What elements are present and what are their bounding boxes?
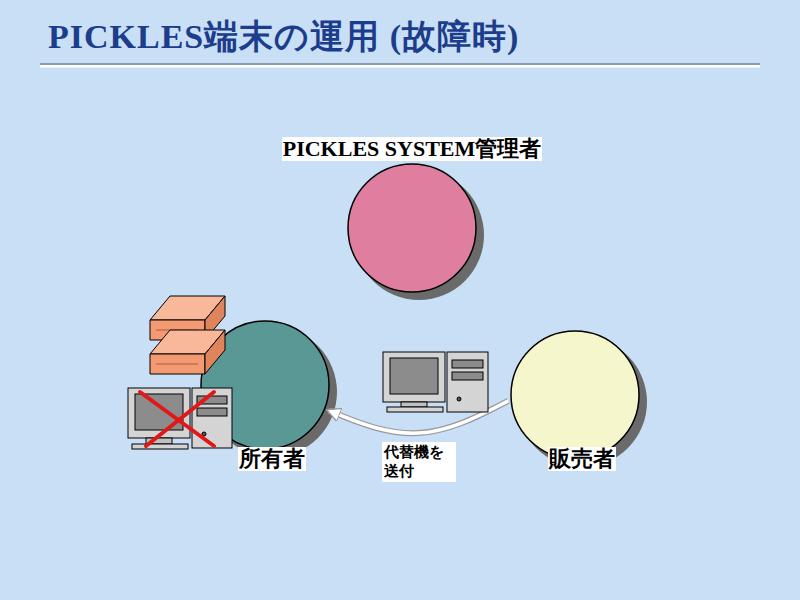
title-underline <box>40 63 760 65</box>
circle-fill <box>511 331 639 459</box>
circle-outline <box>510 330 640 460</box>
replacement-computer <box>383 352 488 412</box>
failure-cross <box>140 392 214 446</box>
circle-fill <box>348 164 476 292</box>
role-label: 販売者 <box>548 447 616 471</box>
admin-circle: PICKLES SYSTEM管理者 <box>347 163 477 293</box>
seller-circle: 販売者 <box>510 330 640 460</box>
role-label: PICKLES SYSTEM管理者 <box>282 137 543 161</box>
broken-computer <box>128 388 232 449</box>
edge-label: 代替機を 送付 <box>382 442 456 482</box>
circle-outline <box>347 163 477 293</box>
title-underline-light <box>40 65 760 68</box>
role-label: 所有者 <box>238 447 306 471</box>
slide-title: PICKLES端末の運用 (故障時) <box>48 14 519 60</box>
circle-fill <box>201 321 329 449</box>
